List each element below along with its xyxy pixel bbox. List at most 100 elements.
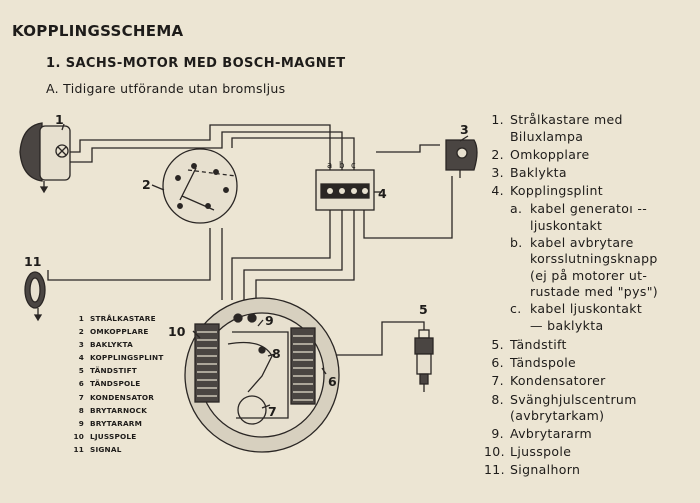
legend-subitem-text: kabel avbrytare korsslutningsknapp (ej p… — [530, 234, 659, 300]
small-legend-item: 2 OMKOPPLARE — [68, 325, 164, 338]
callout-5: 5 — [419, 302, 428, 317]
small-legend-text: KOPPLINGSPLINT — [90, 353, 164, 363]
legend-item-number: 6. — [491, 355, 504, 371]
small-legend-text: BRYTARARM — [90, 418, 143, 428]
legend-item: 8. Svänghjulscentrum (avbrytarkam) — [484, 392, 658, 425]
legend-item-text: Ljusspole — [510, 444, 572, 460]
legend-subitem: c. kabel ljuskontakt — baklykta — [510, 301, 658, 334]
callout-9: 9 — [265, 313, 274, 328]
legend-subitem-text: kabel ljuskontakt — baklykta — [530, 301, 643, 333]
switch — [162, 148, 238, 224]
legend-item-text: Tändstift — [510, 337, 567, 353]
callout-3: 3 — [460, 122, 469, 137]
legend-item: 4. Kopplingsplint a. kabel generatoı -- lju… — [484, 183, 658, 334]
legend-item-number: 8. — [491, 391, 504, 407]
legend-sublist: a. kabel generatoı -- ljuskontakt b. kabel … — [510, 201, 658, 334]
small-legend-text: BRYTARNOCK — [90, 405, 148, 415]
legend-item-text: Strålkastare med Biluxlampa — [510, 112, 623, 144]
small-legend-number: 9 — [78, 418, 84, 428]
legend-item-number: 9. — [491, 426, 504, 442]
junction-block — [315, 169, 375, 211]
spark-plug — [414, 329, 434, 392]
callout-4: 4 — [378, 186, 387, 201]
legend-item-text: Avbrytararm — [510, 426, 592, 442]
legend-item: 7. Kondensatorer — [484, 373, 658, 390]
small-legend-item: 8 BRYTARNOCK — [68, 404, 164, 417]
callout-8: 8 — [272, 346, 281, 361]
small-legend-text: TÄNDSTIFT — [90, 366, 137, 376]
legend-item-number: 5. — [491, 337, 504, 353]
legend-item: 10. Ljusspole — [484, 444, 658, 461]
terminal-b: b — [339, 161, 344, 171]
legend-item-number: 2. — [491, 146, 504, 162]
legend-item-number: 3. — [491, 164, 504, 180]
legend-item: 9. Avbrytararm — [484, 426, 658, 443]
terminal-a: a — [327, 161, 332, 171]
small-legend-text: LJUSSPOLE — [90, 431, 137, 441]
small-legend-text: BAKLYKTA — [90, 340, 133, 350]
legend-item-number: 1. — [491, 112, 504, 127]
legend-item-number: 11. — [484, 462, 505, 478]
legend-subitem-letter: b. — [510, 234, 523, 250]
legend-item-number: 4. — [491, 182, 504, 198]
small-legend-number: 7 — [78, 392, 84, 402]
legend-item-text: Omkopplare — [510, 146, 590, 162]
legend-subitem-letter: c. — [510, 301, 522, 317]
headlamp — [19, 122, 71, 194]
legend-item-number: 7. — [491, 373, 504, 389]
callout-10: 10 — [168, 324, 186, 339]
small-legend-item: 6 TÄNDSPOLE — [68, 377, 164, 390]
wire-bundle — [47, 124, 453, 356]
legend-item-text: Kopplingsplint — [510, 182, 604, 198]
legend-item-text: Kondensatorer — [510, 373, 606, 389]
legend-subitem-text: kabel generatoı -- ljuskontakt — [530, 201, 648, 234]
small-legend-item: 5 TÄNDSTIFT — [68, 364, 164, 377]
small-legend-item: 9 BRYTARARM — [68, 417, 164, 430]
legend-item-text: Signalhorn — [510, 462, 581, 478]
small-legend-number: 11 — [73, 444, 84, 454]
small-legend-item: 7 KONDENSATOR — [68, 391, 164, 404]
terminal-c: c — [351, 161, 356, 171]
legend-list: 1. Strålkastare med Biluxlampa 2. Omkopplar… — [484, 112, 658, 480]
callout-leaders — [61, 123, 469, 409]
legend-item-text: Baklykta — [510, 164, 567, 180]
legend-item-text: Tändspole — [510, 355, 577, 371]
signal-horn — [24, 271, 46, 322]
legend-item-text: Svänghjulscentrum (avbrytarkam) — [510, 391, 637, 424]
subtitle: 1. SACHS-MOTOR MED BOSCH-MAGNET — [46, 56, 346, 71]
legend-item-number: 10. — [484, 444, 505, 460]
small-legend-text: TÄNDSPOLE — [90, 379, 141, 389]
small-legend-number: 4 — [78, 353, 84, 363]
small-legend-item: 4 KOPPLINGSPLINT — [68, 351, 164, 364]
legend-item: 3. Baklykta — [484, 165, 658, 182]
small-legend-number: 2 — [78, 327, 84, 337]
small-legend-number: 5 — [78, 366, 84, 376]
tail-light — [445, 139, 478, 178]
small-legend-item: 10 LJUSSPOLE — [68, 430, 164, 443]
small-legend-text: KONDENSATOR — [90, 392, 155, 402]
legend-item: 5. Tändstift — [484, 337, 658, 354]
callout-11: 11 — [24, 254, 41, 269]
legend-subitem: a. kabel generatoı -- ljuskontakt — [510, 201, 658, 234]
ignition-coil — [290, 327, 316, 405]
callout-1: 1 — [55, 112, 64, 127]
small-legend-text: OMKOPPLARE — [90, 327, 149, 337]
callout-2: 2 — [142, 177, 151, 192]
small-legend-item: 11 SIGNAL — [68, 443, 164, 456]
small-legend-text: STRÅLKASTARE — [90, 314, 156, 323]
legend-item: 1. Strålkastare med Biluxlampa — [484, 112, 658, 145]
legend-subitem: b. kabel avbrytare korsslutningsknapp (ej… — [510, 235, 658, 301]
page-title: KOPPLINGSSCHEMA — [12, 22, 184, 40]
small-legend-number: 3 — [78, 340, 84, 350]
legend-item: 2. Omkopplare — [484, 147, 658, 164]
callout-6: 6 — [328, 374, 337, 389]
small-legend-number: 8 — [78, 405, 84, 415]
legend-subitem-letter: a. — [510, 201, 523, 217]
small-legend-number: 6 — [78, 379, 84, 389]
legend-item: 11. Signalhorn — [484, 462, 658, 479]
callout-7: 7 — [268, 404, 277, 419]
small-legend-number: 10 — [73, 431, 84, 441]
small-legend-text: SIGNAL — [90, 444, 122, 454]
